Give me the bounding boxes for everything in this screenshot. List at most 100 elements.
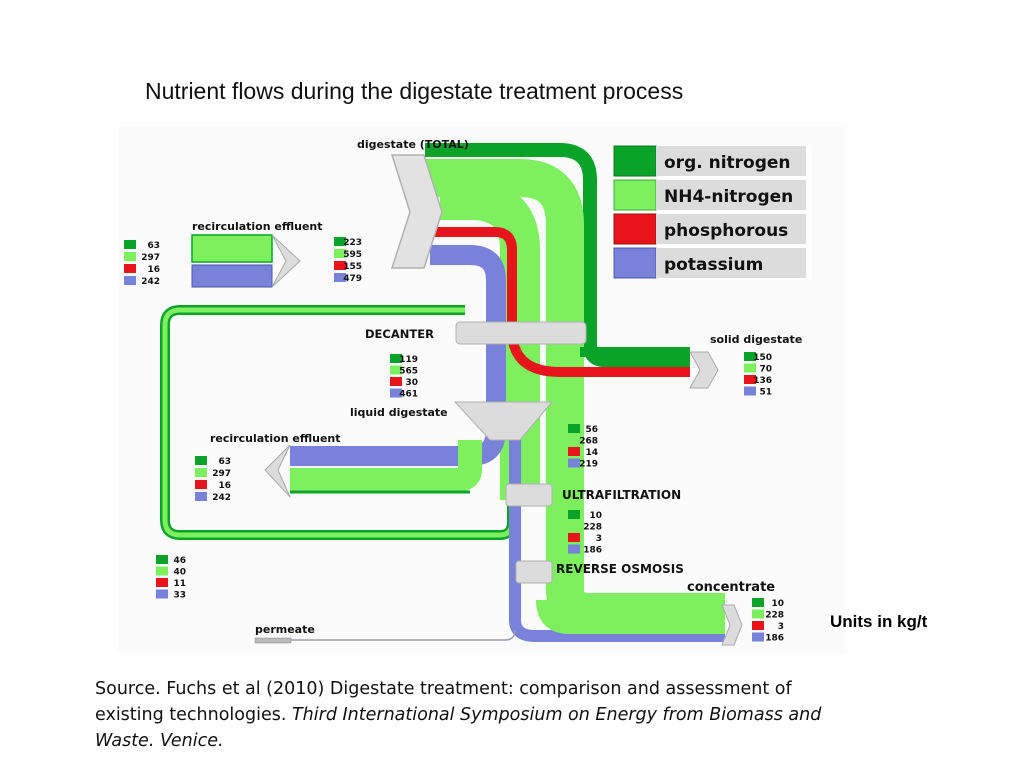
value-swatch bbox=[156, 566, 168, 576]
label-decanter: DECANTER bbox=[365, 327, 434, 341]
value-swatch bbox=[195, 480, 207, 489]
value-swatch bbox=[568, 521, 580, 531]
value-number: 3 bbox=[596, 534, 602, 544]
concentrate-chevron bbox=[721, 604, 743, 646]
value-number: 119 bbox=[399, 355, 418, 365]
label-solid-digestate: solid digestate bbox=[710, 333, 802, 346]
value-number: 16 bbox=[218, 481, 231, 491]
value-swatch bbox=[124, 276, 136, 285]
value-number: 268 bbox=[579, 437, 598, 447]
value-number: 186 bbox=[765, 634, 784, 644]
decanter-node bbox=[455, 321, 587, 345]
value-swatch bbox=[195, 492, 207, 501]
value-number: 40 bbox=[173, 568, 186, 578]
value-swatch bbox=[744, 363, 756, 373]
value-swatch bbox=[156, 589, 168, 599]
value-swatch bbox=[390, 354, 402, 363]
value-number: 16 bbox=[147, 265, 160, 275]
value-number: 150 bbox=[753, 353, 772, 363]
value-number: 228 bbox=[583, 523, 602, 533]
solid-digestate-chevron bbox=[689, 351, 719, 389]
value-number: 155 bbox=[343, 262, 362, 272]
value-number: 33 bbox=[173, 591, 186, 601]
value-swatch bbox=[124, 240, 136, 249]
value-number: 228 bbox=[765, 611, 784, 621]
permeate-bar bbox=[254, 637, 292, 644]
value-swatch bbox=[568, 544, 580, 554]
value-swatch bbox=[390, 365, 402, 375]
value-number: 242 bbox=[141, 277, 160, 287]
value-swatch bbox=[334, 261, 346, 270]
value-swatch bbox=[752, 621, 764, 630]
label-ultrafiltration: ULTRAFILTRATION bbox=[562, 488, 681, 502]
value-number: 461 bbox=[399, 390, 418, 400]
value-swatch bbox=[334, 249, 346, 258]
value-number: 565 bbox=[399, 367, 418, 377]
units-note: Units in kg/t bbox=[830, 612, 928, 631]
value-swatch bbox=[568, 447, 580, 456]
label-permeate: permeate bbox=[255, 623, 315, 636]
value-number: 56 bbox=[585, 425, 598, 435]
value-swatch bbox=[568, 424, 580, 433]
label-liquid-digestate: liquid digestate bbox=[350, 406, 448, 419]
reverse-osmosis-node bbox=[515, 560, 553, 584]
value-swatch bbox=[752, 609, 764, 619]
value-number: 63 bbox=[147, 241, 160, 251]
recirculation-mid-chevron bbox=[264, 444, 291, 498]
value-swatch bbox=[124, 264, 136, 273]
value-groups: 6329716242223595155479119565304616329716… bbox=[124, 237, 784, 644]
value-number: 10 bbox=[589, 511, 602, 521]
value-number: 10 bbox=[771, 599, 784, 609]
value-number: 595 bbox=[343, 250, 362, 260]
source-citation: Source. Fuchs et al (2010) Digestate tre… bbox=[95, 676, 855, 754]
svg-text:NH4-nitrogen: NH4-nitrogen bbox=[664, 187, 793, 207]
legend-item-org-nitrogen: org. nitrogen bbox=[613, 145, 806, 177]
label-recirculation-mid: recirculation effluent bbox=[210, 432, 341, 445]
svg-text:org. nitrogen: org. nitrogen bbox=[664, 153, 791, 173]
value-number: 297 bbox=[212, 469, 231, 479]
value-number: 3 bbox=[778, 622, 784, 632]
value-swatch bbox=[752, 632, 764, 642]
svg-text:phosphorous: phosphorous bbox=[664, 221, 788, 241]
legend: org. nitrogen NH4-nitrogen phosphorous p… bbox=[612, 145, 812, 280]
label-digestate-total: digestate (TOTAL) bbox=[357, 138, 469, 151]
value-number: 30 bbox=[405, 378, 418, 388]
label-concentrate: concentrate bbox=[687, 580, 775, 595]
value-number: 186 bbox=[583, 546, 602, 556]
legend-item-potassium: potassium bbox=[613, 247, 806, 279]
recirculation-top-arrow bbox=[191, 234, 301, 288]
value-swatch bbox=[334, 237, 346, 246]
page-title: Nutrient flows during the digestate trea… bbox=[145, 78, 684, 104]
value-number: 242 bbox=[212, 493, 231, 503]
value-swatch bbox=[334, 273, 346, 282]
ultrafiltration-node bbox=[505, 483, 553, 507]
label-reverse-osmosis: REVERSE OSMOSIS bbox=[556, 562, 684, 576]
value-swatch bbox=[568, 435, 580, 445]
source-text: Source. Fuchs et al (2010) Digestate tre… bbox=[95, 679, 792, 725]
digestate-total-chevron bbox=[390, 154, 443, 269]
liquid-digestate-node bbox=[453, 401, 554, 441]
value-number: 70 bbox=[759, 365, 772, 375]
value-swatch bbox=[744, 352, 756, 361]
value-swatch bbox=[390, 377, 402, 386]
value-number: 63 bbox=[218, 457, 231, 467]
values-recirc-mid: 63 297 16 242 bbox=[195, 456, 231, 503]
value-swatch bbox=[390, 388, 402, 398]
value-swatch bbox=[195, 468, 207, 477]
value-number: 51 bbox=[759, 388, 772, 398]
value-swatch bbox=[752, 598, 764, 607]
value-swatch bbox=[195, 456, 207, 465]
value-number: 136 bbox=[753, 376, 772, 386]
value-number: 46 bbox=[173, 556, 186, 566]
value-number: 11 bbox=[173, 579, 186, 589]
value-swatch bbox=[568, 533, 580, 542]
legend-item-phosphorous: phosphorous bbox=[613, 213, 806, 245]
value-swatch bbox=[744, 375, 756, 384]
source-italic: Third International Symposium on Energy … bbox=[95, 705, 822, 751]
